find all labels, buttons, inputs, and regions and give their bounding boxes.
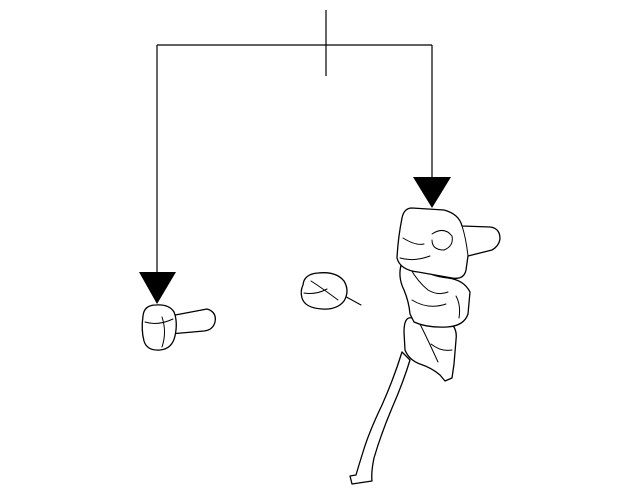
pedal-pad-icon: [300, 272, 362, 310]
callout-leader: [139, 10, 451, 304]
pedal-assembly-icon: [349, 207, 501, 485]
arrowhead-left-icon: [139, 272, 176, 304]
bolt-icon: [141, 304, 216, 351]
arrowhead-right-icon: [413, 177, 451, 208]
